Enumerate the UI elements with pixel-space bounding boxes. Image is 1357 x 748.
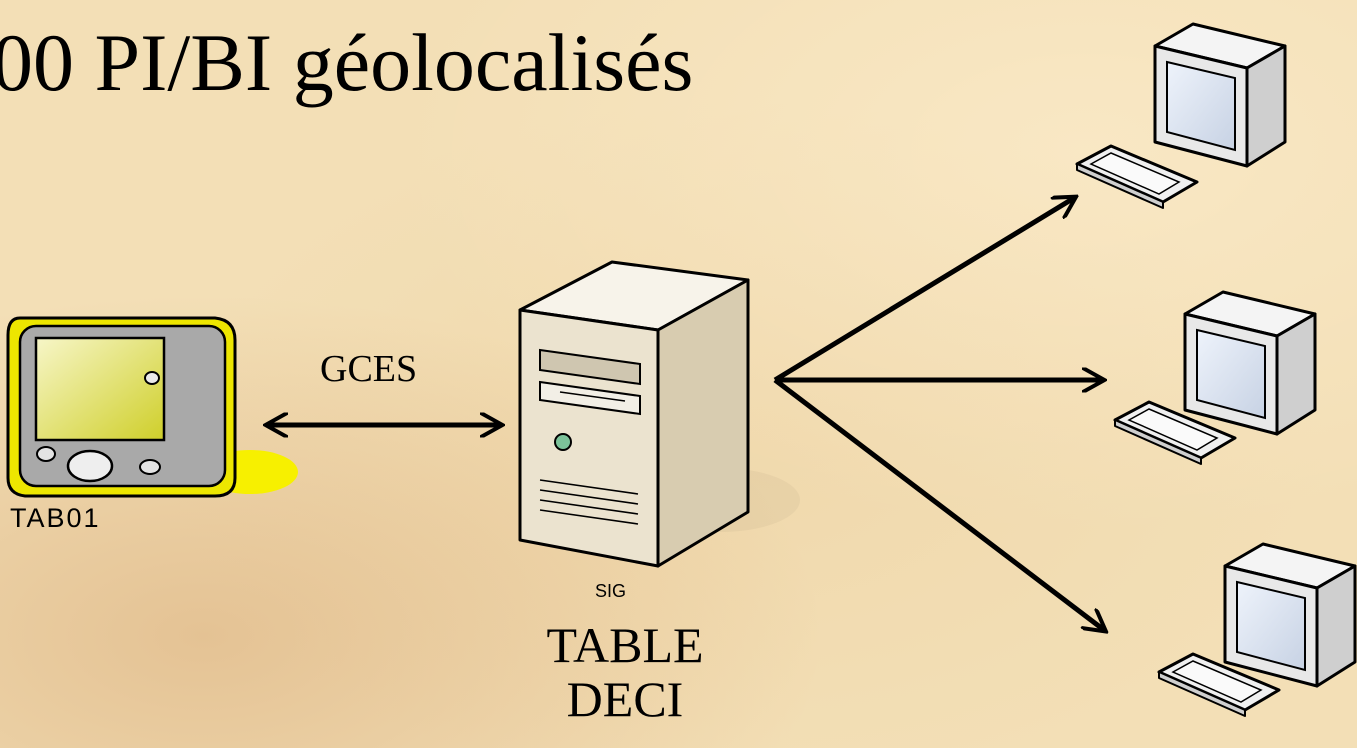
- server-label: SIG: [595, 581, 627, 601]
- server-caption-line1: TABLE: [546, 617, 704, 673]
- computer-icon: [1157, 542, 1357, 717]
- server-caption-line2: DECI: [566, 671, 684, 727]
- computer-icon: [1113, 290, 1317, 465]
- tablet-label: TAB01: [10, 503, 101, 533]
- computer-icon: [1075, 22, 1287, 209]
- server-caption: TABLE DECI: [500, 618, 750, 726]
- arrow-server-client-3: [773, 378, 1104, 630]
- arrow-server-client-1: [773, 198, 1074, 383]
- link-label: GCES: [320, 348, 418, 390]
- slide-title: 00 PI/BI géolocalisés: [0, 17, 694, 108]
- server-icon: [518, 260, 800, 568]
- tablet-icon: [6, 316, 298, 498]
